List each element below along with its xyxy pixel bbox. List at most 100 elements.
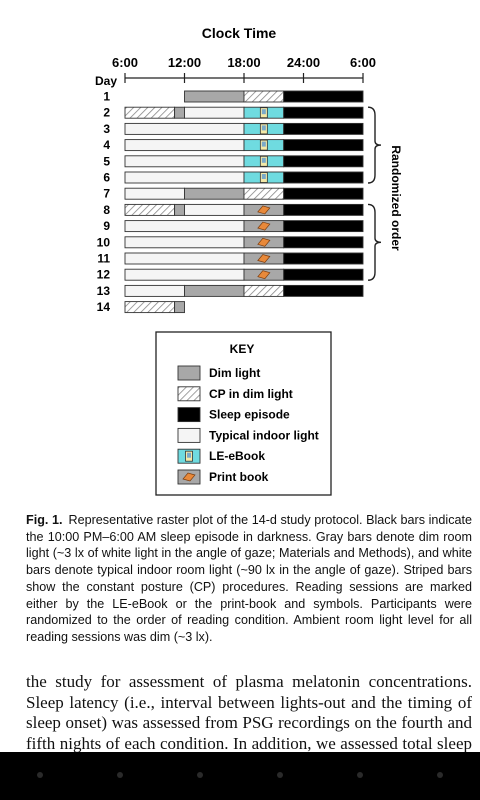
print-book-icon	[257, 221, 271, 231]
bar-sleep	[283, 203, 364, 216]
print-book-icon	[257, 254, 271, 263]
bar-sleep	[283, 139, 364, 152]
bar-sleep	[283, 90, 364, 103]
key-label: Print book	[209, 470, 269, 484]
bar-sleep	[283, 187, 364, 200]
day-label: 8	[103, 203, 110, 217]
bar-cp	[243, 284, 285, 297]
print-book-icon	[182, 472, 196, 482]
key-label: Sleep episode	[209, 408, 290, 422]
day-label: 13	[97, 284, 111, 298]
bar-indoor	[124, 187, 185, 200]
bar-indoor	[124, 236, 245, 249]
day-row: 13	[97, 284, 364, 298]
bar-indoor	[184, 106, 245, 119]
bar-dim	[174, 301, 185, 314]
day-label: 3	[103, 122, 110, 136]
day-label: 12	[97, 268, 111, 282]
day-label: 7	[103, 187, 110, 201]
time-tick-label: 24:00	[287, 55, 320, 70]
time-tick-label: 6:00	[350, 55, 376, 70]
day-label: 14	[97, 300, 111, 314]
bar-dim	[184, 90, 245, 103]
bar-dim	[174, 203, 185, 216]
bar-dim	[184, 284, 245, 297]
day-row: 14	[97, 300, 185, 314]
day-row: 7	[103, 187, 364, 201]
figure-title: Clock Time	[202, 25, 277, 41]
randomized-brackets	[367, 106, 382, 281]
day-row: 5	[103, 154, 364, 168]
key-item: Sleep episode	[177, 407, 290, 423]
overflow-icon[interactable]	[437, 772, 443, 778]
caption-text: Representative raster plot of the 14-d s…	[26, 513, 473, 644]
key-item: LE-eBook	[177, 448, 265, 464]
home-icon[interactable]	[117, 772, 123, 778]
key-item: Print book	[177, 469, 269, 485]
day-row: 4	[103, 138, 364, 152]
bar-cp	[124, 301, 176, 314]
print-book-icon	[257, 205, 271, 215]
ebook-screen	[261, 157, 266, 163]
time-tick-label: 12:00	[168, 55, 201, 70]
day-axis-label: Day	[95, 74, 117, 88]
key-label: CP in dim light	[209, 387, 293, 401]
key-label: LE-eBook	[209, 449, 265, 463]
bar-indoor	[124, 252, 245, 265]
time-tick-label: 6:00	[112, 55, 138, 70]
day-row: 11	[97, 252, 364, 266]
print-book-icon	[257, 270, 271, 280]
bar-sleep	[283, 268, 364, 281]
day-label: 2	[103, 106, 110, 120]
day-label: 10	[97, 235, 111, 249]
print-book-icon	[257, 237, 271, 247]
bar-sleep	[283, 252, 364, 265]
day-row: 10	[97, 235, 364, 249]
randomized-order-label: Randomized order	[389, 145, 403, 251]
menu-icon[interactable]	[277, 772, 283, 778]
bar-sleep	[283, 284, 364, 297]
ebook-screen	[261, 125, 266, 131]
ebook-screen	[187, 452, 191, 458]
bar-cp	[243, 90, 285, 103]
recents-icon[interactable]	[197, 772, 203, 778]
key-item: Typical indoor light	[177, 427, 319, 443]
key-swatch-dim	[177, 365, 201, 381]
bar-cp	[124, 203, 176, 216]
key-item: Dim light	[177, 365, 260, 381]
key-box	[155, 331, 332, 496]
key-title: KEY	[230, 342, 255, 356]
bracket	[367, 106, 382, 184]
key-swatch-cp	[177, 386, 201, 402]
bar-indoor	[124, 139, 245, 152]
key-label: Dim light	[209, 366, 260, 380]
day-label: 1	[103, 90, 110, 104]
day-row: 3	[103, 122, 364, 136]
day-label: 4	[103, 138, 110, 152]
day-row: 1	[103, 90, 364, 104]
bracket	[367, 203, 382, 281]
bar-sleep	[283, 171, 364, 184]
bar-indoor	[184, 203, 245, 216]
key-item: CP in dim light	[177, 386, 293, 402]
bar-indoor	[124, 155, 245, 168]
extra-icon[interactable]	[357, 772, 363, 778]
day-row: 2	[103, 106, 364, 120]
day-label: 5	[103, 154, 110, 168]
ebook-screen	[261, 174, 266, 179]
bar-indoor	[124, 220, 245, 233]
bar-sleep	[283, 155, 364, 168]
day-row: 9	[103, 219, 364, 233]
ebook-screen	[261, 109, 266, 115]
back-icon[interactable]	[37, 772, 43, 778]
day-label: 6	[103, 171, 110, 185]
day-label: 11	[97, 252, 110, 266]
bar-cp	[243, 187, 285, 200]
key-label: Typical indoor light	[209, 428, 319, 442]
day-row: 6	[103, 171, 364, 185]
bar-sleep	[283, 236, 364, 249]
